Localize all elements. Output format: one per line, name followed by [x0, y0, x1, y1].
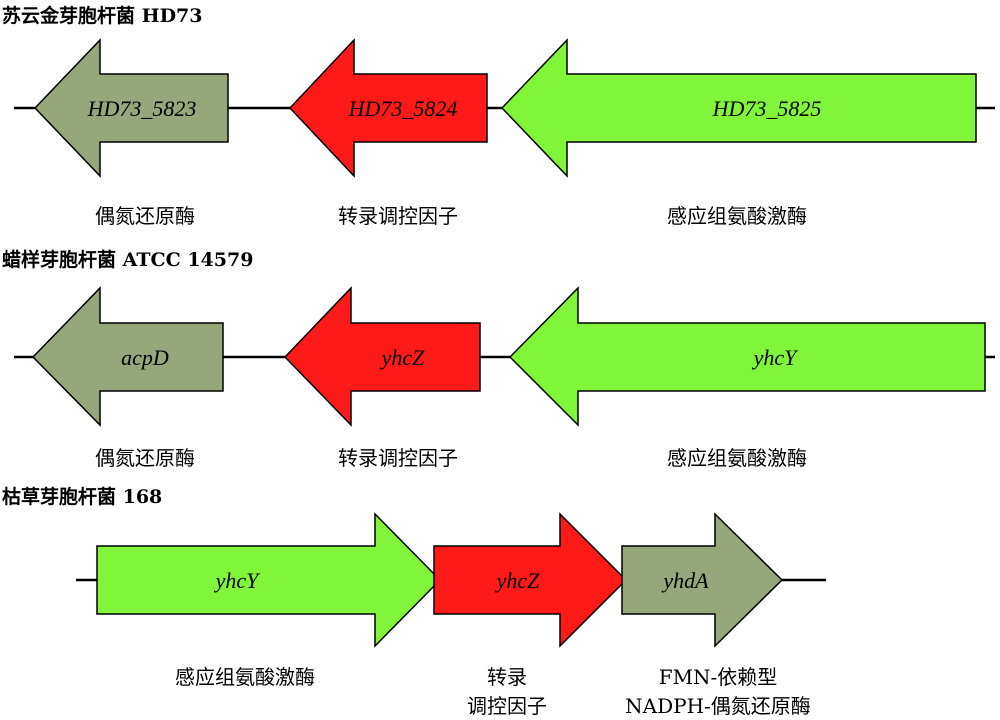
gene-arrow-yhcy [508, 286, 986, 427]
gene-function-line1: 转录 [487, 665, 527, 689]
gene-name: HD73_5824 [348, 96, 458, 121]
panel-atcc14579: 蜡样芽胞杆菌 ATCC 14579 acpD yhcZ yhcY 偶氮还原酶 转… [2, 248, 995, 470]
gene-arrow-yhcy [96, 512, 442, 648]
gene-name: HD73_5825 [712, 96, 822, 121]
gene-arrow-yhda [621, 512, 784, 648]
panel-title: 苏云金芽胞杆菌 HD73 [2, 4, 202, 27]
gene-name: HD73_5823 [87, 96, 197, 121]
gene-arrow-hd73-5823 [33, 38, 229, 178]
gene-function: 感应组氨酸激酶 [175, 665, 315, 689]
gene-function: 感应组氨酸激酶 [667, 204, 807, 228]
gene-arrow-acpd [31, 286, 224, 427]
gene-arrow-yhcz [433, 512, 628, 648]
gene-name: yhcZ [380, 345, 426, 370]
gene-function-line2: 调控因子 [467, 694, 547, 718]
gene-function-line2: NADPH-偶氮还原酶 [625, 694, 811, 718]
gene-function: 偶氮还原酶 [95, 446, 195, 470]
panel-168: 枯草芽胞杆菌 168 yhcY yhcZ yhdA 感应组氨酸激酶 转录 调控因… [2, 485, 826, 718]
panel-hd73: 苏云金芽胞杆菌 HD73 HD73_5823 HD73_5824 HD73_58… [2, 4, 995, 228]
gene-name: acpD [121, 345, 169, 370]
gene-function-line1: FMN-依赖型 [659, 665, 778, 689]
gene-name: yhcY [752, 345, 800, 370]
gene-arrow-yhcz [283, 286, 481, 427]
gene-arrow-hd73-5825 [500, 38, 977, 178]
gene-function: 偶氮还原酶 [95, 204, 195, 228]
gene-function: 感应组氨酸激酶 [667, 446, 807, 470]
gene-function: 转录调控因子 [338, 204, 458, 228]
panel-title: 蜡样芽胞杆菌 ATCC 14579 [2, 248, 253, 271]
panel-title: 枯草芽胞杆菌 168 [2, 485, 162, 508]
gene-arrow-hd73-5824 [288, 38, 488, 178]
gene-name: yhcY [214, 568, 262, 593]
gene-name: yhcZ [495, 568, 541, 593]
gene-function: 转录调控因子 [338, 446, 458, 470]
gene-name: yhdA [661, 568, 709, 593]
